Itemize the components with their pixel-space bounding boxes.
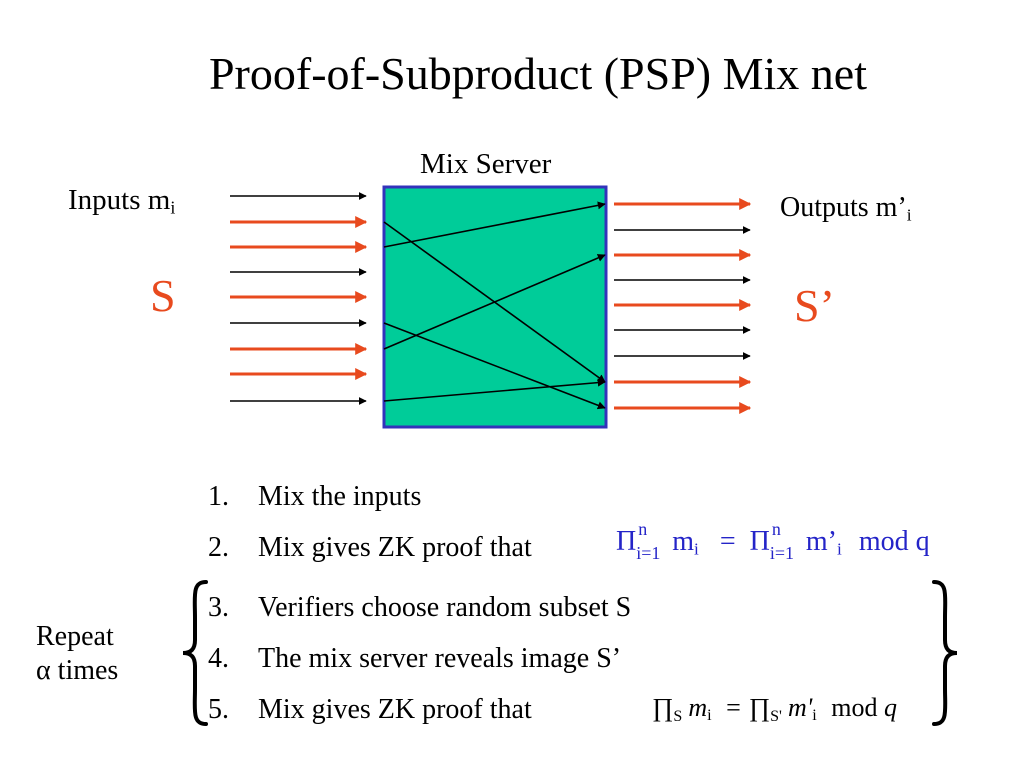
left-brace: [182, 580, 208, 726]
step-1: 1. Mix the inputs: [208, 481, 421, 513]
mod-text: mod: [831, 693, 878, 722]
step-text: Mix gives ZK proof that: [258, 532, 532, 563]
product-limits: n i=1: [769, 519, 806, 563]
lhs-variable: m: [672, 526, 695, 557]
step-text: The mix server reveals image S’: [258, 643, 622, 674]
modulus-variable: q: [884, 693, 897, 722]
inputs-label: Inputs mi: [68, 184, 175, 216]
product-symbol: ∏: [748, 693, 771, 722]
pi-symbol: Π: [616, 526, 637, 557]
rhs-variable: m’: [805, 526, 837, 557]
step-text: Mix gives ZK proof that: [258, 694, 532, 725]
equals-sign: =: [719, 526, 736, 557]
inputs-label-text: Inputs m: [68, 184, 171, 216]
mix-permutation-lines: [383, 201, 606, 410]
equals-sign: =: [726, 693, 741, 722]
step-2: 2. Mix gives ZK proof that: [208, 532, 532, 564]
pi-symbol: Π: [749, 526, 770, 557]
step-number: 5.: [208, 694, 229, 725]
mix-permutation-line: [383, 378, 606, 402]
product-symbol: ∏: [652, 693, 674, 722]
subset-index: S: [673, 707, 683, 725]
step-5: 5. Mix gives ZK proof that: [208, 694, 532, 726]
rhs-variable: m': [787, 693, 813, 722]
step-4: 4. The mix server reveals image S’: [208, 643, 621, 675]
outputs-label-subscript: i: [906, 205, 912, 225]
repeat-label-line-1: Repeat: [36, 621, 114, 652]
step-number: 1.: [208, 481, 229, 512]
page-title: Proof-of-Subproduct (PSP) Mix net: [208, 48, 868, 99]
output-arrows: [614, 198, 752, 414]
input-arrows: [230, 192, 368, 405]
mix-permutation-line: [383, 254, 606, 350]
repeat-label-line-2: α times: [36, 655, 119, 686]
product-limits: n i=1: [636, 519, 672, 563]
mix-permutation-line: [383, 322, 606, 410]
subset-prime-index: S': [770, 707, 782, 725]
step-number: 2.: [208, 532, 229, 563]
rhs-subscript: i: [812, 707, 817, 725]
step-text: Verifiers choose random subset S: [258, 592, 632, 623]
repeat-label: Repeat α times: [36, 620, 118, 688]
modulus-text: mod q: [858, 526, 930, 557]
output-subset-label: S’: [794, 280, 835, 331]
step-3: 3. Verifiers choose random subset S: [208, 592, 631, 624]
outputs-label-text: Outputs m’: [780, 192, 907, 223]
mix-permutation-line: [383, 201, 606, 248]
step-number: 4.: [208, 643, 229, 674]
rhs-subscript: i: [836, 539, 842, 559]
lower-limit: i=1: [769, 543, 795, 563]
mix-server-box: [382, 185, 608, 429]
lower-limit: i=1: [636, 543, 661, 563]
upper-limit: n: [771, 519, 781, 539]
mix-server-label: Mix Server: [420, 148, 552, 180]
outputs-label: Outputs m’i: [780, 192, 912, 224]
step-text: Mix the inputs: [258, 481, 422, 512]
right-brace: [932, 580, 958, 726]
upper-limit: n: [638, 519, 648, 539]
lhs-variable: m: [688, 693, 708, 722]
lhs-subscript: i: [707, 707, 712, 725]
lhs-subscript: i: [694, 539, 699, 559]
inputs-label-subscript: i: [170, 197, 176, 218]
step-number: 3.: [208, 592, 229, 623]
input-subset-label: S: [150, 270, 176, 321]
